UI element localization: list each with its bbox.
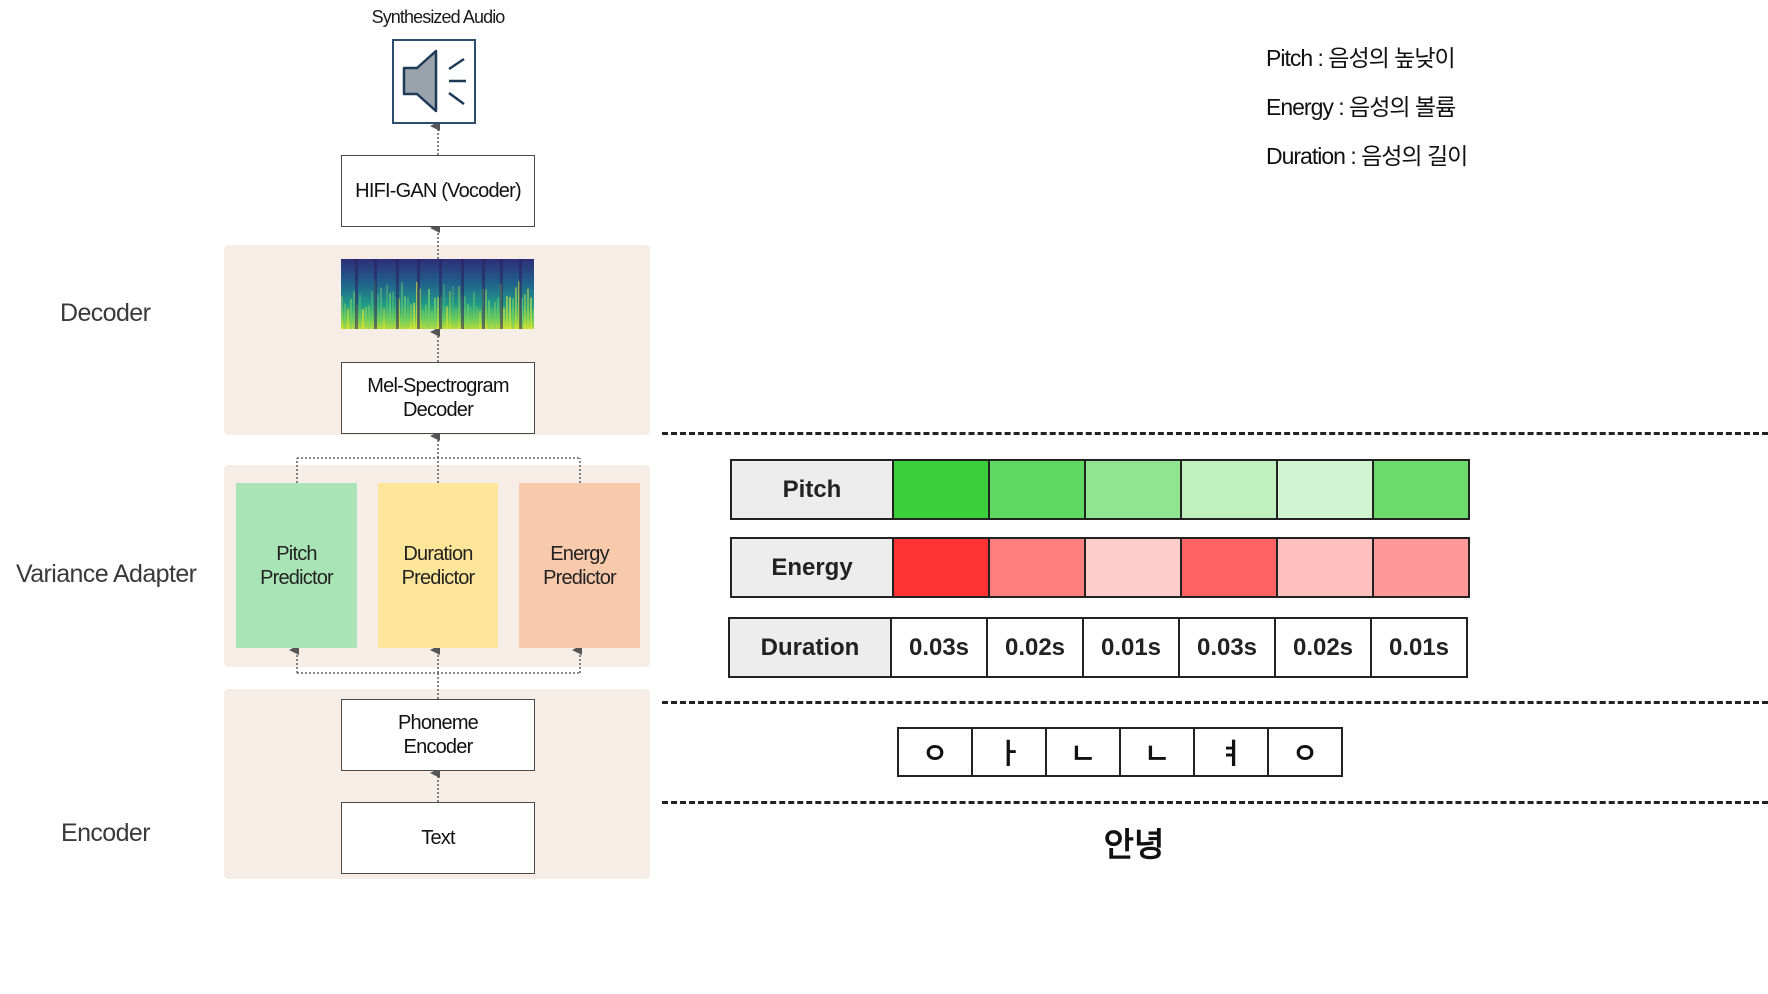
pitch-cell [988,459,1086,520]
duration-cell: 0.03s [890,617,988,678]
vocoder-box: HIFI-GAN (Vocoder) [341,155,535,227]
phoneme-cell: ㅕ [1193,727,1269,777]
phoneme-cell: ㄴ [1045,727,1121,777]
pitch-cell [892,459,990,520]
phoneme-row: ㅇ ㅏ ㄴ ㄴ ㅕ ㅇ [897,727,1343,777]
legend-pitch: Pitch : 음성의 높낮이 [1266,45,1456,71]
speaker-box [392,39,476,124]
separator-middle [662,701,1768,704]
pitch-row-label: Pitch [730,459,894,520]
encoder-label: Encoder [61,819,151,847]
variance-adapter-label: Variance Adapter [16,560,197,588]
duration-predictor-box: Duration Predictor [378,483,498,648]
separator-top [662,432,1768,435]
duration-cell: 0.02s [1274,617,1372,678]
duration-cell: 0.03s [1178,617,1276,678]
pitch-cell [1180,459,1278,520]
energy-cell [988,537,1086,598]
energy-cell [1180,537,1278,598]
energy-row-label: Energy [730,537,894,598]
mel-spectrogram-decoder-box: Mel-Spectrogram Decoder [341,362,535,434]
energy-cell [1372,537,1470,598]
pitch-row: Pitch [730,459,1470,520]
legend-duration: Duration : 음성의 길이 [1266,143,1468,169]
legend-energy: Energy : 음성의 볼륨 [1266,94,1456,120]
pitch-cell [1372,459,1470,520]
duration-row-label: Duration [728,617,892,678]
phoneme-cell: ㅇ [1267,727,1343,777]
input-word: 안녕 [1103,826,1165,863]
decoder-label: Decoder [60,299,151,327]
duration-row: Duration 0.03s 0.02s 0.01s 0.03s 0.02s 0… [728,617,1468,678]
speaker-icon [402,49,466,113]
pitch-cell [1084,459,1182,520]
energy-predictor-box: Energy Predictor [519,483,640,648]
energy-row: Energy [730,537,1470,598]
mel-spectrogram-image [341,259,535,329]
pitch-cell [1276,459,1374,520]
phoneme-table: ㅇ ㅏ ㄴ ㄴ ㅕ ㅇ [897,727,1343,777]
pitch-predictor-box: Pitch Predictor [236,483,357,648]
phoneme-encoder-box: Phoneme Encoder [341,699,535,771]
duration-cell: 0.02s [986,617,1084,678]
text-input-box: Text [341,802,535,874]
phoneme-cell: ㄴ [1119,727,1195,777]
synthesized-audio-label: Synthesized Audio [371,7,506,27]
pitch-table: Pitch [730,459,1470,520]
separator-bottom [662,801,1768,804]
phoneme-cell: ㅇ [897,727,973,777]
energy-cell [892,537,990,598]
duration-cell: 0.01s [1082,617,1180,678]
energy-table: Energy [730,537,1470,598]
energy-cell [1084,537,1182,598]
duration-table: Duration 0.03s 0.02s 0.01s 0.03s 0.02s 0… [728,617,1468,678]
duration-cell: 0.01s [1370,617,1468,678]
energy-cell [1276,537,1374,598]
phoneme-cell: ㅏ [971,727,1047,777]
